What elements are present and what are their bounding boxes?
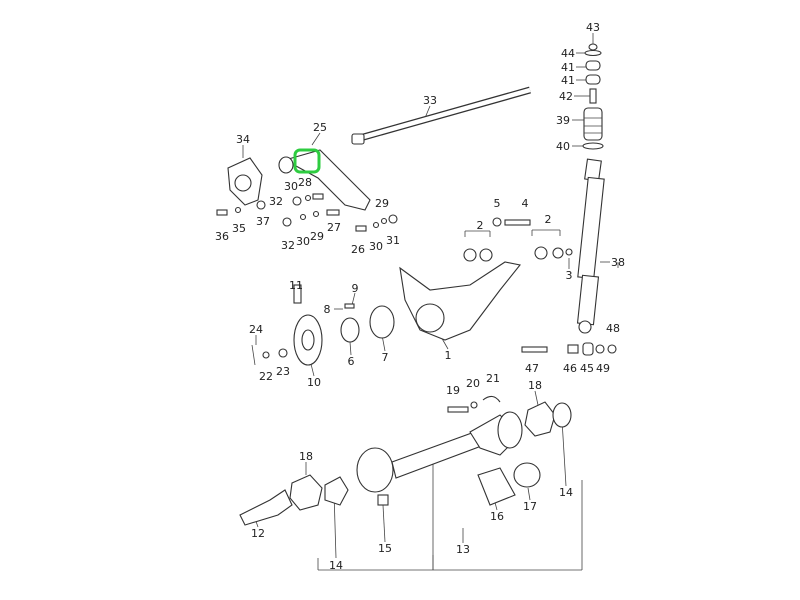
callout-labels: 43 44 41 41 42 39 40 33 25 34 28 30 32 2… bbox=[215, 21, 625, 572]
callout: 36 bbox=[215, 230, 229, 243]
callout: 24 bbox=[249, 323, 263, 336]
callout: 29 bbox=[375, 197, 389, 210]
callout: 44 bbox=[561, 47, 575, 60]
callout: 20 bbox=[466, 377, 480, 390]
callout: 13 bbox=[456, 543, 470, 556]
callout: 1 bbox=[445, 349, 452, 362]
shock-absorber-assembly[interactable] bbox=[576, 43, 605, 334]
callout: 30 bbox=[369, 240, 383, 253]
callout: 47 bbox=[525, 362, 539, 375]
callout: 10 bbox=[307, 376, 321, 389]
callout: 48 bbox=[606, 322, 620, 335]
circlip bbox=[324, 476, 349, 506]
callout: 32 bbox=[269, 195, 283, 208]
callout: 37 bbox=[256, 215, 270, 228]
callout: 27 bbox=[327, 221, 341, 234]
spring-plate[interactable] bbox=[278, 148, 371, 211]
callout: 11 bbox=[289, 279, 303, 292]
callout: 2 bbox=[545, 213, 552, 226]
trailing-arm[interactable] bbox=[399, 261, 521, 341]
callout: 19 bbox=[446, 384, 460, 397]
boot[interactable] bbox=[477, 467, 516, 506]
hardware bbox=[216, 193, 617, 506]
callout: 41 bbox=[561, 61, 575, 74]
callout: 29 bbox=[310, 230, 324, 243]
callout: 7 bbox=[382, 351, 389, 364]
callout: 38 bbox=[611, 256, 625, 269]
callout: 14 bbox=[329, 559, 343, 572]
gasket bbox=[289, 474, 323, 511]
callout: 12 bbox=[251, 527, 265, 540]
leader-lines bbox=[242, 33, 619, 571]
callout: 21 bbox=[486, 372, 500, 385]
callout: 9 bbox=[352, 282, 359, 295]
callout: 31 bbox=[386, 234, 400, 247]
wheel-hub[interactable] bbox=[293, 305, 395, 366]
torsion-bar[interactable] bbox=[351, 86, 531, 145]
callout: 3 bbox=[566, 269, 573, 282]
callout: 35 bbox=[232, 222, 246, 235]
callout: 8 bbox=[324, 303, 331, 316]
callout: 49 bbox=[596, 362, 610, 375]
callout: 4 bbox=[522, 197, 529, 210]
callout: 15 bbox=[378, 542, 392, 555]
callout: 17 bbox=[523, 500, 537, 513]
callout: 2 bbox=[477, 219, 484, 232]
callout: 45 bbox=[580, 362, 594, 375]
callout: 6 bbox=[348, 355, 355, 368]
callout: 16 bbox=[490, 510, 504, 523]
callout: 5 bbox=[494, 197, 501, 210]
callout: 30 bbox=[284, 180, 298, 193]
callout: 43 bbox=[586, 21, 600, 34]
callout: 23 bbox=[276, 365, 290, 378]
callout: 32 bbox=[281, 239, 295, 252]
callout: 41 bbox=[561, 74, 575, 87]
callout: 22 bbox=[259, 370, 273, 383]
callout: 28 bbox=[298, 176, 312, 189]
callout: 30 bbox=[296, 235, 310, 248]
callout: 34 bbox=[236, 133, 250, 146]
callout: 14 bbox=[559, 486, 573, 499]
highlight-ring bbox=[293, 148, 321, 174]
callout: 33 bbox=[423, 94, 437, 107]
drive-flange[interactable] bbox=[239, 489, 293, 526]
callout: 40 bbox=[556, 140, 570, 153]
callout: 42 bbox=[559, 90, 573, 103]
callout: 39 bbox=[556, 114, 570, 127]
gasket bbox=[524, 401, 556, 437]
callout: 46 bbox=[563, 362, 577, 375]
drive-shaft[interactable] bbox=[356, 411, 523, 493]
callout: 26 bbox=[351, 243, 365, 256]
callout: 18 bbox=[528, 379, 542, 392]
callout: 25 bbox=[313, 121, 327, 134]
callout: 18 bbox=[299, 450, 313, 463]
